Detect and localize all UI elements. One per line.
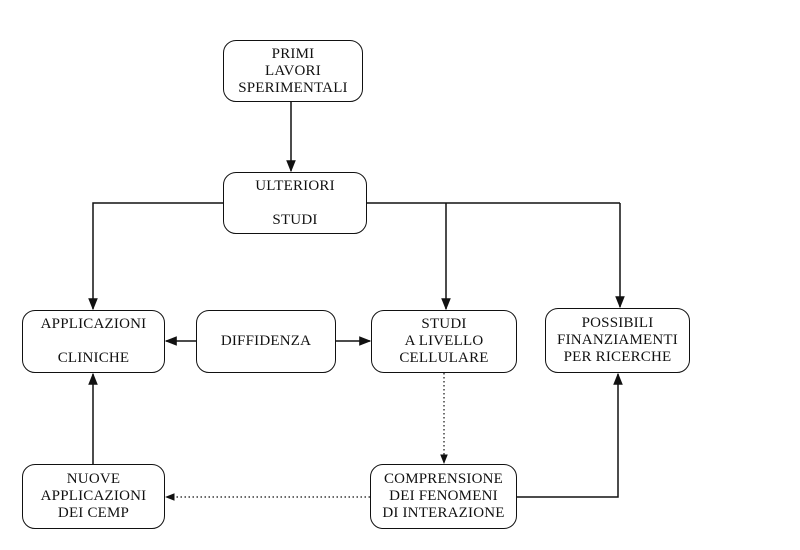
- node-nuove-line-2: APPLICAZIONI: [40, 488, 147, 504]
- node-finanziamenti-line-3: PER RICERCHE: [563, 349, 672, 365]
- node-ulteriori-studi: ULTERIORI STUDI: [223, 172, 367, 234]
- node-diffidenza: DIFFIDENZA: [196, 310, 336, 373]
- node-applicazioni-line-2: CLINICHE: [57, 350, 130, 366]
- node-primi-line-2: LAVORI: [265, 62, 321, 79]
- node-finanziamenti-line-2: FINANZIAMENTI: [557, 332, 678, 348]
- node-studi-cellulare-line-2: A LIVELLO: [404, 333, 484, 349]
- node-comprensione-line-1: COMPRENSIONE: [383, 471, 504, 487]
- node-comprensione-line-3: DI INTERAZIONE: [382, 505, 505, 521]
- node-diffidenza-label: DIFFIDENZA: [220, 333, 312, 349]
- node-comprensione-fenomeni: COMPRENSIONE DEI FENOMENI DI INTERAZIONE: [370, 464, 517, 529]
- node-nuove-applicazioni-cemp: NUOVE APPLICAZIONI DEI CEMP: [22, 464, 165, 529]
- node-primi-line-3: SPERIMENTALI: [238, 79, 348, 96]
- node-primi-line-1: PRIMI: [271, 45, 315, 62]
- node-finanziamenti-line-1: POSSIBILI: [581, 315, 654, 331]
- node-nuove-line-3: DEI CEMP: [57, 505, 130, 521]
- node-applicazioni-line-1: APPLICAZIONI: [40, 316, 147, 332]
- node-comprensione-line-2: DEI FENOMENI: [389, 488, 498, 504]
- node-studi-livello-cellulare: STUDI A LIVELLO CELLULARE: [371, 310, 517, 373]
- node-primi-lavori-sperimentali: PRIMI LAVORI SPERIMENTALI: [223, 40, 363, 102]
- node-nuove-line-1: NUOVE: [66, 471, 121, 487]
- arrow-ulteriori-to-applicazioni: [88, 202, 223, 311]
- node-possibili-finanziamenti: POSSIBILI FINANZIAMENTI PER RICERCHE: [545, 308, 690, 373]
- node-applicazioni-cliniche: APPLICAZIONI CLINICHE: [22, 310, 165, 373]
- node-ulteriori-line-2: STUDI: [272, 211, 318, 228]
- node-studi-cellulare-line-1: STUDI: [421, 316, 467, 332]
- node-studi-cellulare-line-3: CELLULARE: [399, 350, 489, 366]
- node-ulteriori-line-1: ULTERIORI: [255, 177, 335, 194]
- arrow-comprensione-to-finanziamenti: [517, 372, 623, 498]
